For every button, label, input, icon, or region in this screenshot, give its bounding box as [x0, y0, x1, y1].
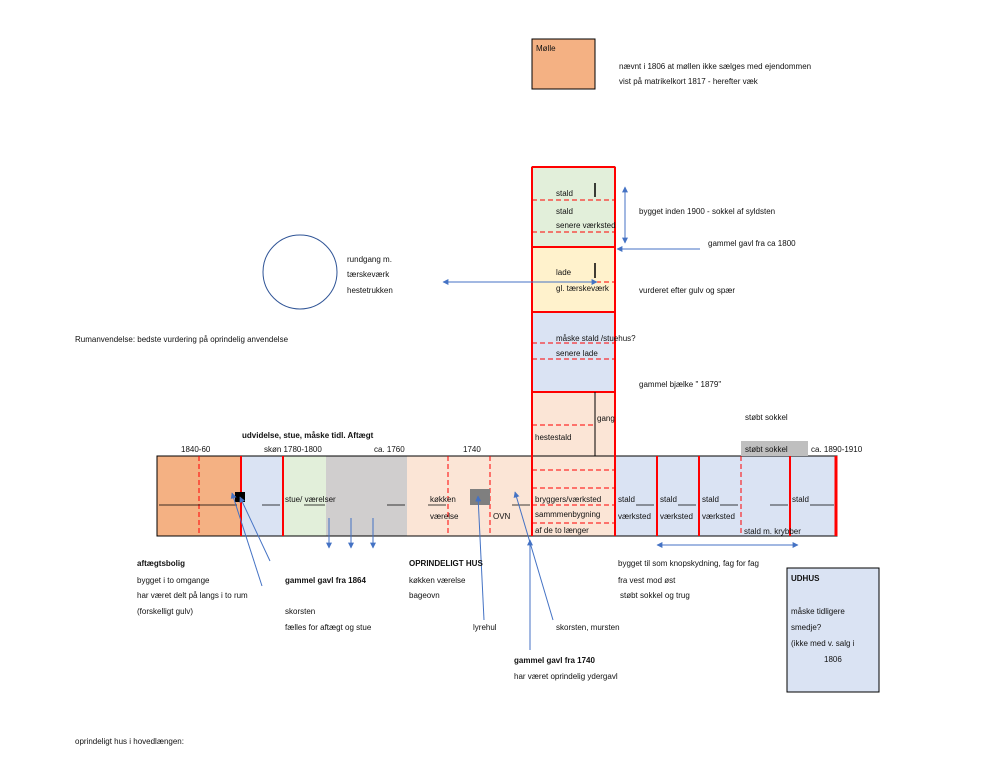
vaerksted-c-label: værksted — [702, 512, 735, 521]
ca-1890-label: ca. 1890-1910 — [811, 445, 863, 454]
segment-stue — [283, 456, 326, 536]
stald-b-label: stald — [660, 495, 677, 504]
udhus-heading: UDHUS — [791, 574, 820, 583]
molle-box — [531, 38, 596, 90]
udhus-note-2: smedje? — [791, 623, 822, 632]
segment-ca1760 — [326, 456, 407, 536]
aftaegtsbolig-heading: aftægtsbolig — [137, 559, 185, 568]
ca-1760-label: ca. 1760 — [374, 445, 405, 454]
segment-oprindeligt-hus — [407, 456, 532, 536]
wing-stald-section — [531, 166, 616, 248]
koekken-vaerelse-note: køkken værelse — [409, 576, 466, 585]
ydergavl-note: har været oprindelig ydergavl — [514, 672, 618, 681]
knopskydning-note: bygget til som knopskydning, fag for fag — [618, 559, 759, 568]
arrow-skorsten-mursten — [513, 491, 554, 621]
oprindeligt-hovedlaengen-note: oprindeligt hus i hovedlængen: — [75, 737, 184, 746]
rumanvendelse-note: Rumanvendelse: bedste vurdering på oprin… — [75, 335, 289, 344]
oprindeligt-hus-heading: OPRINDELIGT HUS — [409, 559, 483, 568]
gammel-bjaelke-note: gammel bjælke " 1879" — [639, 380, 722, 389]
wing-lade-section — [531, 246, 616, 313]
hestestald-label: hestestald — [535, 433, 572, 442]
segment-udvidelse — [241, 456, 283, 536]
gl-taerskevaerk-label: gl. tærskeværk — [556, 284, 609, 293]
gang-label: gang — [597, 414, 615, 423]
bageovn-note: bageovn — [409, 591, 440, 600]
vaerelse-label: værelse — [430, 512, 459, 521]
fra-vest-note: fra vest mod øst — [618, 576, 676, 585]
molle-label: Mølle — [536, 44, 556, 53]
bygget-omgange-note: bygget i to omgange — [137, 576, 210, 585]
af-de-to-label: af de to længer — [535, 526, 589, 535]
skorsten-note: skorsten — [285, 607, 316, 616]
stald-label-2: stald — [556, 207, 573, 216]
maaske-stald-label: måske stald /stuehus? — [556, 334, 636, 343]
senere-vaerksted-label: senere værksted — [556, 221, 616, 230]
gammel-gavl-1864-heading: gammel gavl fra 1864 — [285, 576, 366, 585]
udhus-box — [786, 567, 880, 693]
segment-stalde — [615, 456, 837, 536]
gammel-gavl-1740-heading: gammel gavl fra 1740 — [514, 656, 595, 665]
senere-lade-label: senere lade — [556, 349, 598, 358]
arrow-delt — [230, 492, 263, 587]
stald-a-label: stald — [618, 495, 635, 504]
arrow-skorsten — [239, 496, 271, 562]
stald-krybber-label: stald m. krybber — [744, 527, 801, 536]
skoen-label: skøn 1780-1800 — [264, 445, 322, 454]
stald-c-label: stald — [702, 495, 719, 504]
stoebt-sokkel-box-label: støbt sokkel — [745, 445, 788, 454]
year-1740-label: 1740 — [463, 445, 481, 454]
faelles-note: fælles for aftægt og stue — [285, 623, 372, 632]
rundgang-label-2: tærskeværk — [347, 270, 390, 279]
vurderet-note: vurderet efter gulv og spær — [639, 286, 736, 295]
forskelligt-gulv-note: (forskelligt gulv) — [137, 607, 194, 616]
bygget-1900-note: bygget inden 1900 - sokkel af syldsten — [639, 207, 776, 216]
skorsten-mursten-note: skorsten, mursten — [556, 623, 620, 632]
rundgang-label-1: rundgang m. — [347, 255, 392, 264]
gammel-gavl-1800-note: gammel gavl fra ca 1800 — [708, 239, 796, 248]
rundgang-label-3: hestetrukken — [347, 286, 393, 295]
year-1840-label: 1840-60 — [181, 445, 211, 454]
wing-stuehus-section — [531, 311, 616, 393]
arrow-lyrehul — [475, 495, 485, 621]
rundgang-circle — [262, 234, 338, 310]
vaerksted-a-label: værksted — [618, 512, 651, 521]
udhus-note-3: (ikke med v. salg i — [791, 639, 855, 648]
udvidelse-label: udvidelse, stue, måske tidl. Aftægt — [242, 431, 374, 440]
ovn-block — [470, 489, 490, 505]
stoebt-trug-note: støbt sokkel og trug — [620, 591, 690, 600]
stoebt-sokkel-top: støbt sokkel — [745, 413, 788, 422]
ovn-label: OVN — [493, 512, 511, 521]
udhus-note-1: måske tidligere — [791, 607, 845, 616]
stald-d-label: stald — [792, 495, 809, 504]
stoebt-sokkel-box — [741, 441, 808, 456]
lade-label: lade — [556, 268, 572, 277]
koekken-label: køkken — [430, 495, 456, 504]
molle-note-2: vist på matrikelkort 1817 - herefter væk — [619, 77, 758, 86]
bryggers-label: bryggers/værksted — [535, 495, 602, 504]
delt-paa-langs-note: har været delt på langs i to rum — [137, 591, 248, 600]
stald-label-1: stald — [556, 189, 573, 198]
lyrehul-note: lyrehul — [473, 623, 497, 632]
molle-note-1: nævnt i 1806 at møllen ikke sælges med e… — [619, 62, 812, 71]
vaerksted-b-label: værksted — [660, 512, 693, 521]
stue-vaerelser-label: stue/ værelser — [285, 495, 336, 504]
sammenbygning-label: sammmenbygning — [535, 510, 601, 519]
udhus-note-4: 1806 — [824, 655, 842, 664]
wing-hestestald-section — [531, 391, 616, 457]
